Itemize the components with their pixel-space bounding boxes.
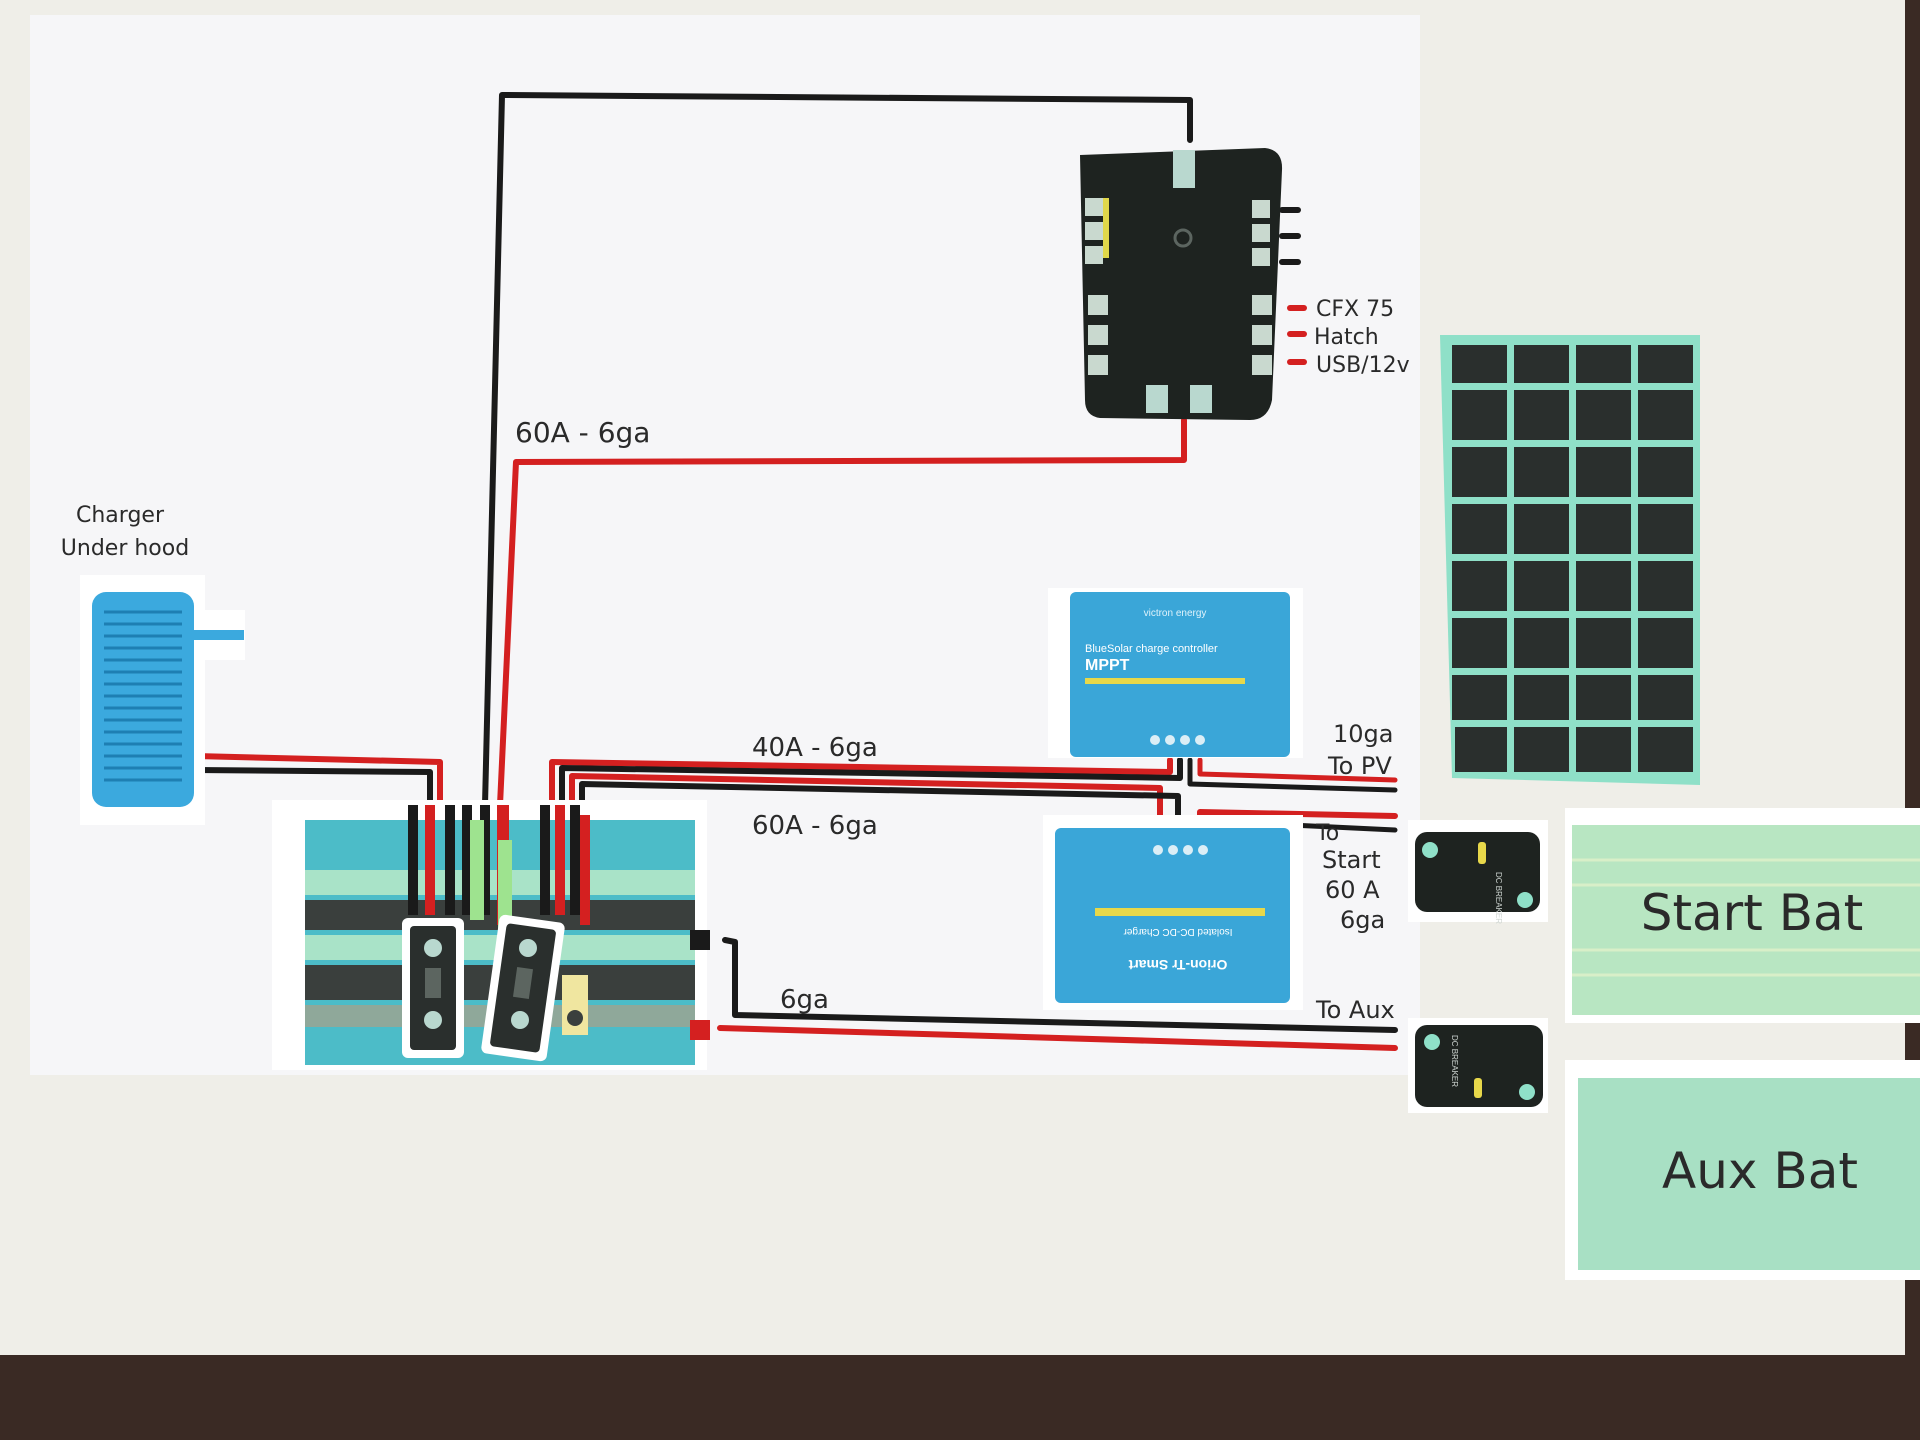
label-start-line4: 6ga bbox=[1340, 906, 1385, 934]
solar-panel-cells bbox=[1452, 345, 1693, 772]
wire-neg-aux bbox=[722, 937, 1398, 1033]
fuse-block-top-terminal bbox=[1173, 150, 1195, 188]
wire-pos-aux bbox=[717, 1025, 1398, 1051]
fuse-output-1: CFX 75 bbox=[1316, 297, 1394, 322]
label-wire-40a: 40A - 6ga bbox=[752, 733, 878, 763]
wire-pos-charger bbox=[192, 753, 443, 808]
wire-labels: 60A - 6ga 40A - 6ga 60A - 6ga 6ga 10ga T… bbox=[515, 416, 1395, 1024]
mppt-controller: victron energy BlueSolar charge controll… bbox=[1048, 588, 1303, 758]
fuse-holder-2 bbox=[481, 914, 565, 1062]
dc-breaker-aux: DC BREAKER bbox=[1408, 1018, 1548, 1113]
start-battery-body bbox=[1572, 825, 1920, 1015]
fuse-block-bottom-terminal-2 bbox=[1190, 385, 1212, 413]
fuse-block-mount-hole bbox=[1173, 228, 1193, 248]
breaker-aux-stud-1 bbox=[1424, 1034, 1440, 1050]
dcdc-title-line1: Orion-Tr Smart bbox=[1128, 957, 1227, 973]
busbar-terminal-bolt bbox=[567, 1010, 583, 1026]
mppt-yellow-stripe bbox=[1085, 678, 1245, 684]
breaker-start-stud-2 bbox=[1517, 892, 1533, 908]
fuse-block-neg-terminals-right bbox=[1252, 200, 1270, 266]
breaker-start-body bbox=[1415, 832, 1540, 912]
solar-panel bbox=[1440, 335, 1700, 785]
mppt-terminals bbox=[1150, 735, 1205, 745]
mppt-title-line2: MPPT bbox=[1085, 657, 1130, 674]
fuse-block: CFX 75 Hatch USB/12v bbox=[1080, 148, 1410, 420]
dcdc-title-line2: Isolated DC-DC Charger bbox=[1123, 926, 1233, 937]
charger-body bbox=[92, 592, 194, 807]
breaker-start-stud-1 bbox=[1422, 842, 1438, 858]
fuse-block-neg-terminals-left bbox=[1085, 198, 1109, 264]
busbar-pos-post bbox=[690, 1020, 710, 1040]
label-to-aux: To Aux bbox=[1315, 996, 1395, 1024]
label-pv-line2: To PV bbox=[1327, 752, 1392, 780]
label-start-line3: 60 A bbox=[1325, 876, 1380, 904]
charger-cable bbox=[194, 630, 244, 640]
wire-pos-pv bbox=[1197, 757, 1398, 783]
dcdc-charger: Orion-Tr Smart Isolated DC-DC Charger bbox=[1043, 815, 1303, 1010]
start-battery-stripes bbox=[1572, 858, 1920, 977]
label-wire-top: 60A - 6ga bbox=[515, 416, 650, 449]
charger-fins bbox=[104, 610, 182, 782]
fuse-output-2: Hatch bbox=[1314, 325, 1379, 350]
charger: Charger Under hood bbox=[61, 503, 245, 825]
start-battery-label: Start Bat bbox=[1641, 884, 1864, 942]
wires bbox=[192, 92, 1398, 1051]
wire-neg-pv bbox=[1187, 757, 1398, 793]
aux-battery-label: Aux Bat bbox=[1662, 1142, 1858, 1200]
wire-neg-charger bbox=[192, 767, 433, 808]
dcdc-yellow-stripe bbox=[1095, 908, 1265, 916]
breaker-aux-stud-2 bbox=[1519, 1084, 1535, 1100]
mppt-title-line1: BlueSolar charge controller bbox=[1085, 643, 1218, 655]
dcdc-terminals bbox=[1153, 845, 1208, 855]
mppt-brand: victron energy bbox=[1144, 608, 1207, 619]
label-wire-6ga: 6ga bbox=[780, 985, 829, 1015]
busbar-neg-post bbox=[690, 930, 710, 950]
wire-pos-dcdc bbox=[569, 773, 1163, 833]
breaker-start-label: DC BREAKER bbox=[1494, 872, 1503, 924]
label-start-line1: To bbox=[1315, 821, 1339, 846]
wire-pos-mppt bbox=[549, 757, 1173, 808]
charger-label-line2: Under hood bbox=[61, 536, 189, 561]
fuse-holder-1 bbox=[402, 918, 464, 1058]
fuse-block-fuse-slots-right bbox=[1252, 295, 1272, 375]
wire-neg-fuse bbox=[482, 92, 1193, 808]
fuse-block-body bbox=[1080, 148, 1283, 420]
fuse-block-bottom-terminal-1 bbox=[1146, 385, 1168, 413]
aux-battery: Aux Bat bbox=[1565, 1060, 1920, 1280]
fuse-output-3: USB/12v bbox=[1316, 353, 1410, 378]
fuse-block-fuse-slots-left bbox=[1088, 295, 1108, 375]
dc-breaker-start: DC BREAKER bbox=[1408, 820, 1548, 924]
start-battery: Start Bat bbox=[1565, 808, 1920, 1023]
charger-label-line1: Charger bbox=[76, 503, 165, 528]
wire-neg-mppt bbox=[559, 757, 1183, 808]
mppt-body bbox=[1070, 592, 1290, 757]
label-pv-line1: 10ga bbox=[1333, 720, 1393, 748]
breaker-aux-label: DC BREAKER bbox=[1450, 1035, 1459, 1087]
wire-pos-fuse bbox=[497, 417, 1187, 808]
label-start-line2: Start bbox=[1322, 846, 1381, 874]
breaker-start-reset bbox=[1478, 842, 1486, 864]
aux-battery-body bbox=[1578, 1078, 1920, 1270]
busbar-assembly bbox=[272, 800, 710, 1070]
label-wire-60a: 60A - 6ga bbox=[752, 811, 878, 841]
wire-neg-dcdc bbox=[579, 781, 1181, 833]
breaker-aux-body bbox=[1415, 1025, 1543, 1107]
busbar-leads bbox=[408, 805, 590, 940]
breaker-aux-reset bbox=[1474, 1078, 1482, 1098]
